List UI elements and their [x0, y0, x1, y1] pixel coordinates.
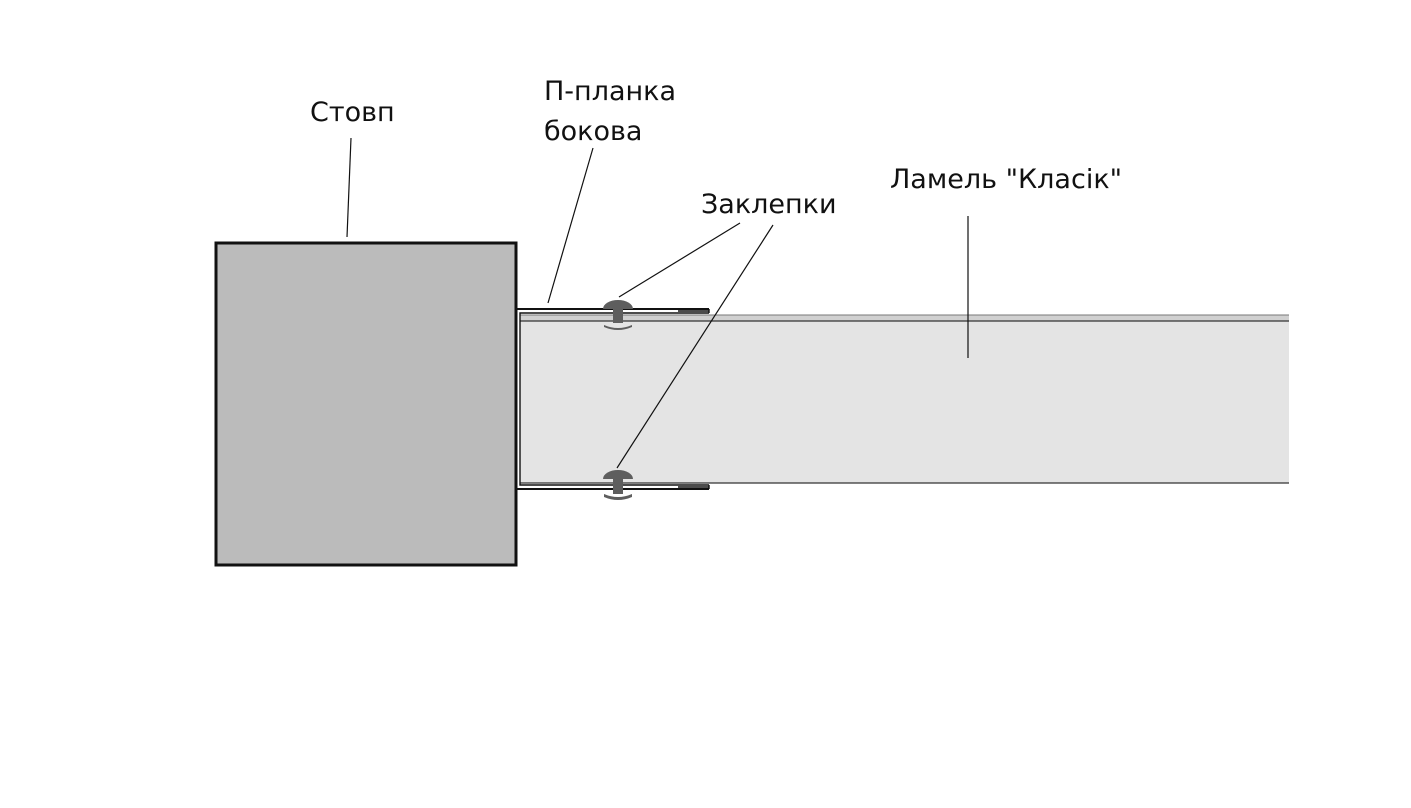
post-body [214, 241, 518, 567]
label-slat: Ламель "Класік" [890, 164, 1122, 195]
slat-body [520, 321, 1289, 483]
label-u-profile-line2: бокова [544, 116, 642, 147]
leader-rivet-bottom [616, 224, 774, 469]
rivet-top [603, 300, 633, 330]
slat [520, 314, 1289, 484]
slat-top-band [520, 315, 1289, 321]
label-u-profile-line1: П-планка [544, 76, 676, 107]
label-rivets: Заклепки [701, 189, 837, 220]
leader-post [346, 137, 352, 238]
leader-rivet-top [618, 222, 741, 298]
label-post: Стовп [310, 97, 395, 128]
leader-u-profile [547, 147, 594, 304]
rivet-bottom [603, 470, 633, 500]
